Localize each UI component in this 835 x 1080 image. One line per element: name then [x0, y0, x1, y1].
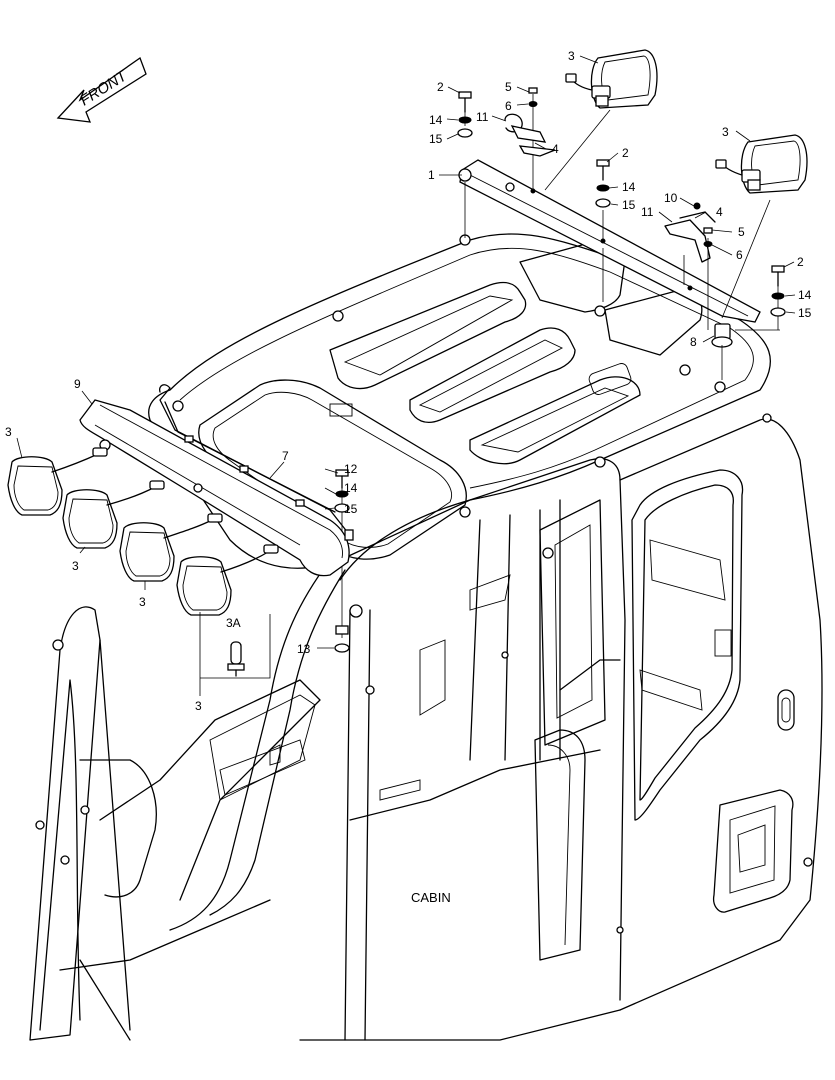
cabin-label: CABIN: [411, 890, 451, 905]
callout-4: 4: [552, 142, 559, 156]
assembly-lines: [341, 94, 780, 638]
callout-3: 3: [139, 595, 146, 609]
callout-13: 13: [297, 642, 311, 656]
front-work-lamp-3: [119, 513, 223, 582]
callout-14: 14: [622, 180, 636, 194]
callout-15: 15: [429, 132, 443, 146]
callout-3: 3: [722, 125, 729, 139]
front-work-lamp-2: [62, 480, 165, 549]
callout-3: 3: [195, 699, 202, 713]
rear-work-lamp-2: [715, 134, 808, 194]
callout-15: 15: [798, 306, 812, 320]
callout-4: 4: [716, 205, 723, 219]
callout-3: 3: [72, 559, 79, 573]
callout-14: 14: [429, 113, 443, 127]
callout-1: 1: [428, 168, 435, 182]
callout-15: 15: [622, 198, 636, 212]
callout-11: 11: [641, 205, 654, 219]
callout-3a: 3A: [226, 616, 241, 630]
fasteners-top: [457, 87, 786, 317]
callout-2: 2: [622, 146, 629, 160]
bulb-bracket: [199, 612, 271, 696]
callout-11: 11: [476, 110, 489, 124]
callout-10: 10: [664, 191, 678, 205]
callout-2: 2: [797, 255, 804, 269]
cabin-body: [29, 233, 823, 1041]
callout-5: 5: [505, 80, 512, 94]
rear-light-bracket: [458, 159, 761, 348]
callout-labels: 1 2 2 2 3 3 3 3 3 3 3A 4 4 5 5 6 6 7 8 9…: [5, 49, 812, 713]
callout-7: 7: [282, 449, 289, 463]
callout-6: 6: [505, 99, 512, 113]
callout-8: 8: [690, 335, 697, 349]
callout-6: 6: [736, 248, 743, 262]
front-work-lamp-4: [176, 544, 279, 616]
callout-12: 12: [344, 462, 358, 476]
callout-14: 14: [344, 481, 358, 495]
leader-lines: [16, 55, 796, 649]
front-light-bar: [79, 384, 354, 653]
front-work-lamp-1: [7, 447, 108, 516]
callout-9: 9: [74, 377, 81, 391]
callout-15: 15: [344, 502, 358, 516]
bulb-icon: [227, 641, 245, 677]
callout-2: 2: [437, 80, 444, 94]
front-arrow: FRONT: [56, 56, 147, 123]
callout-3: 3: [568, 49, 575, 63]
callout-3: 3: [5, 425, 12, 439]
rear-work-lamp-1: [565, 49, 658, 109]
callout-14: 14: [798, 288, 812, 302]
callout-5: 5: [738, 225, 745, 239]
